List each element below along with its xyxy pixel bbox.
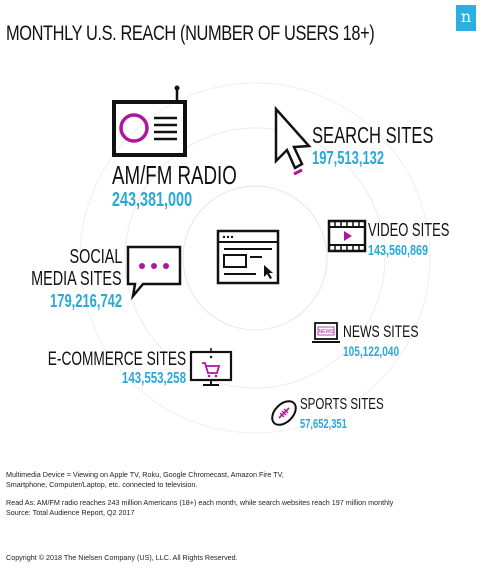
search-value: 197,513,132 <box>312 148 385 168</box>
search-label: SEARCH SITES <box>312 122 434 148</box>
page-title: MONTHLY U.S. REACH (NUMBER OF USERS 18+) <box>6 22 375 45</box>
chat-bubble-icon <box>126 245 182 300</box>
film-icon <box>327 219 367 253</box>
footnote-source: Source: Total Audience Report, Q2 2017 <box>6 508 135 517</box>
social-label-line1: SOCIAL <box>69 246 122 268</box>
social-value: 179,216,742 <box>49 291 122 311</box>
ecommerce-value: 143,553,258 <box>121 370 186 387</box>
cursor-icon <box>274 106 312 176</box>
social-label-line2: MEDIA SITES <box>31 268 122 290</box>
footnote-definition-line2: Smartphone, Computer/Laptop, etc. connec… <box>6 480 198 489</box>
radio-value: 243,381,000 <box>112 189 193 211</box>
news-icon-text: NEWS <box>319 329 335 335</box>
footnote-definition-line1: Multimedia Device = Viewing on Apple TV,… <box>6 470 284 479</box>
video-value: 143,560,869 <box>368 242 429 259</box>
copyright: Copyright © 2018 The Nielsen Company (US… <box>6 553 238 562</box>
radio-icon <box>112 85 187 157</box>
laptop-news-icon: NEWS <box>312 322 340 343</box>
radio-label: AM/FM RADIO <box>112 160 237 190</box>
ecommerce-label: E-COMMERCE SITES <box>47 349 186 370</box>
sports-label: SPORTS SITES <box>300 396 384 413</box>
video-label: VIDEO SITES <box>368 220 450 240</box>
news-value: 105,122,040 <box>343 343 400 359</box>
news-label: NEWS SITES <box>343 322 419 341</box>
browser-window-icon <box>216 229 280 285</box>
nielsen-logo: n <box>456 5 476 31</box>
shopping-cart-monitor-icon <box>189 348 233 386</box>
sports-value: 57,652,351 <box>300 416 347 431</box>
football-icon <box>271 400 297 426</box>
footnote-read-as: Read As: AM/FM radio reaches 243 million… <box>6 498 394 507</box>
